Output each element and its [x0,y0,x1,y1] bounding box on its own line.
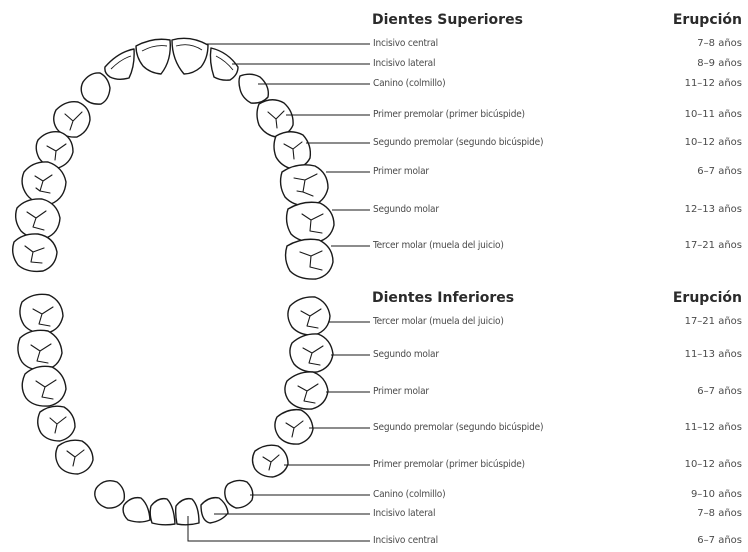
lower-age-third-molar: 17–21 años [685,316,742,327]
upper-age-first-molar: 6–7 años [697,166,742,177]
upper-label-first-premolar: Primer premolar (primer bicúspide) [373,109,525,120]
lower-second-premolar-right [275,410,313,444]
upper-canine-right [239,74,268,103]
upper-lateral-incisor-left [105,49,134,79]
lower-canine-right [225,480,253,508]
lower-central-incisor-left [150,499,175,525]
upper-third-molar-left [13,234,57,272]
upper-central-incisor-right [172,38,208,74]
lower-label-third-molar: Tercer molar (muela del juicio) [373,316,504,327]
upper-label-second-molar: Segundo molar [373,204,439,215]
lower-lateral-incisor-right [201,498,228,523]
lower-eruption-header: Erupción [673,290,742,306]
upper-label-central-incisor: Incisivo central [373,38,438,49]
upper-second-molar-left [16,199,60,238]
upper-label-third-molar: Tercer molar (muela del juicio) [373,240,504,251]
lower-label-first-premolar: Primer premolar (primer bicúspide) [373,459,525,470]
upper-second-premolar-right [274,132,310,169]
upper-first-molar-left [22,162,66,204]
upper-third-molar-right [286,239,333,279]
lower-lateral-incisor-left [123,498,150,522]
upper-age-second-premolar: 10–12 años [685,137,742,148]
upper-label-canine: Canino (colmillo) [373,78,445,89]
upper-teeth-title: Dientes Superiores [372,12,523,28]
lower-label-lateral-incisor: Incisivo lateral [373,508,435,519]
upper-arch [13,38,334,279]
lower-age-second-molar: 11–13 años [685,349,742,360]
lower-label-second-premolar: Segundo premolar (segundo bicúspide) [373,422,543,433]
upper-label-second-premolar: Segundo premolar (segundo bicúspide) [373,137,543,148]
upper-age-first-premolar: 10–11 años [685,109,742,120]
upper-label-lateral-incisor: Incisivo lateral [373,58,435,69]
lower-age-canine: 9–10 años [691,489,742,500]
upper-eruption-header: Erupción [673,12,742,28]
upper-age-central-incisor: 7–8 años [697,38,742,49]
upper-central-incisor-left [136,39,170,74]
lower-label-canine: Canino (colmillo) [373,489,445,500]
upper-age-lateral-incisor: 8–9 años [697,58,742,69]
lower-label-first-molar: Primer molar [373,386,429,397]
lower-label-second-molar: Segundo molar [373,349,439,360]
lower-teeth-title: Dientes Inferiores [372,290,514,306]
lower-arch [18,294,333,524]
upper-age-canine: 11–12 años [685,78,742,89]
upper-age-second-molar: 12–13 años [685,204,742,215]
lower-age-first-molar: 6–7 años [697,386,742,397]
upper-age-third-molar: 17–21 años [685,240,742,251]
lower-label-central-incisor: Incisivo central [373,535,438,546]
lower-age-first-premolar: 10–12 años [685,459,742,470]
lower-second-molar-left [18,330,62,370]
upper-canine-left [81,73,110,104]
lower-canine-left [95,481,125,508]
lower-age-central-incisor: 6–7 años [697,535,742,546]
lower-age-second-premolar: 11–12 años [685,422,742,433]
lower-central-incisor-right [176,499,199,525]
lower-age-lateral-incisor: 7–8 años [697,508,742,519]
upper-label-first-molar: Primer molar [373,166,429,177]
